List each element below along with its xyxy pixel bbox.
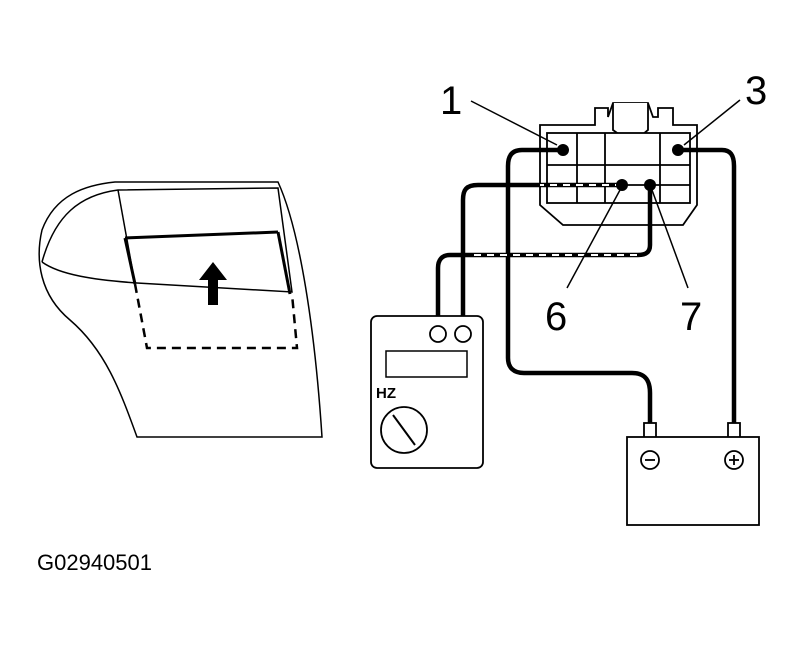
callout-leaders [470, 99, 741, 289]
connector-lock-tab [612, 103, 649, 136]
door-outline [38, 181, 323, 438]
door-window-frame [41, 187, 293, 293]
meter-probe-jack-right [454, 325, 472, 343]
positive-icon [724, 450, 744, 470]
lead-terminal-1-to-battery-negative [505, 147, 653, 425]
window-up-arrow-icon [199, 262, 227, 305]
switch-connector [539, 102, 698, 226]
window-glass-top [124, 230, 279, 240]
figure-id: G02940501 [37, 550, 152, 575]
battery-case [626, 436, 760, 526]
callout-6-label: 6 [545, 295, 567, 339]
callout-1-label: 1 [440, 79, 462, 123]
terminal-3-dot [672, 144, 684, 156]
battery [626, 422, 760, 526]
negative-icon [640, 450, 660, 470]
terminal-1-dot [557, 144, 569, 156]
terminal-6-dot [616, 179, 628, 191]
window-glass-right [276, 231, 292, 295]
callout-7-label: 7 [680, 295, 702, 339]
meter-dial-label: HZ [376, 385, 396, 402]
lead-terminal-6-to-meter [460, 182, 622, 326]
battery-terminal-positive [727, 422, 741, 439]
lead-terminal-3-to-battery-positive [678, 147, 737, 425]
battery-terminal-negative [643, 422, 657, 439]
window-glass-left [123, 237, 137, 285]
window-glass-lowered [133, 283, 299, 350]
multimeter: HZ [370, 315, 484, 469]
rear-door [38, 181, 323, 438]
meter-dial-pointer [392, 414, 416, 446]
callout-3-label: 3 [745, 69, 767, 113]
meter-probe-jack-left [429, 325, 447, 343]
terminal-7-dot [644, 179, 656, 191]
meter-display [385, 350, 468, 378]
